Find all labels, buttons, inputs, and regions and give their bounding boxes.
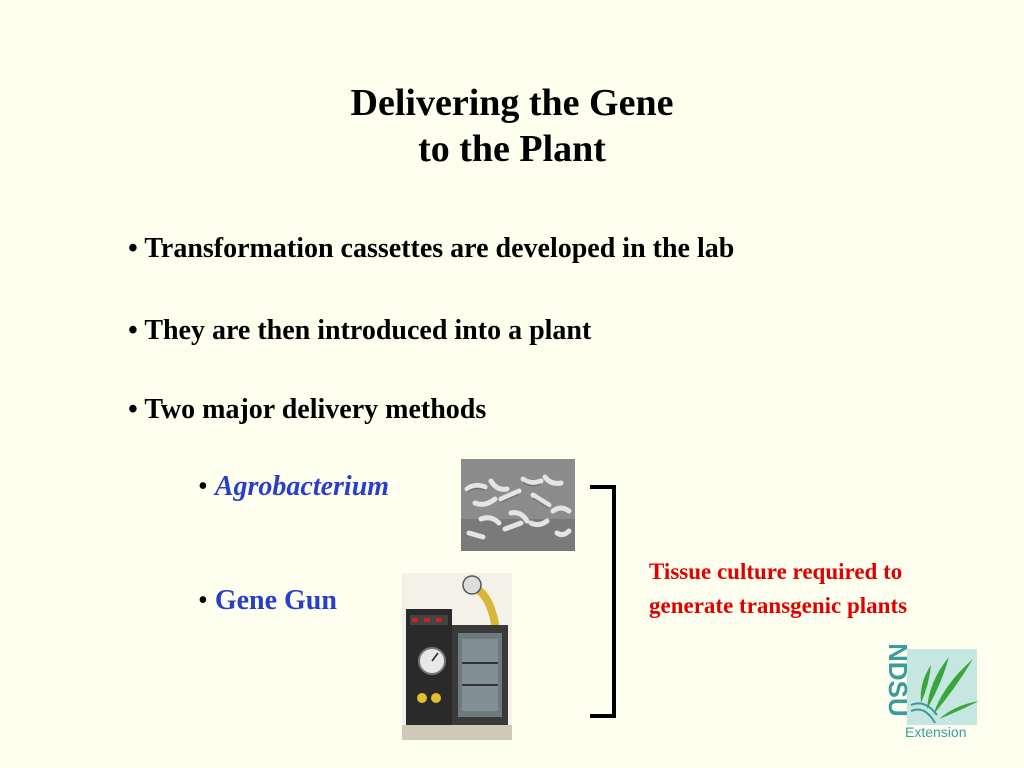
bullet-marker: • (198, 585, 208, 616)
ndsu-extension-logo: NDSU (883, 645, 979, 725)
method-item-gene-gun: • Gene Gun (198, 585, 337, 617)
bullet-marker: • (128, 315, 138, 346)
bracket-divider (590, 485, 616, 718)
bullet-text: Transformation cassettes are developed i… (144, 233, 735, 264)
title-line-2: to the Plant (418, 128, 606, 170)
bullet-marker: • (128, 394, 138, 425)
slide-title: Delivering the Gene to the Plant (0, 80, 1024, 172)
logo-acronym: NDSU (883, 645, 913, 717)
gene-gun-apparatus-image (402, 573, 512, 740)
agrobacterium-micrograph-image (461, 459, 575, 551)
bullet-item: • They are then introduced into a plant (128, 315, 591, 347)
bullet-marker: • (198, 471, 208, 502)
title-line-1: Delivering the Gene (350, 82, 674, 124)
method-item-agrobacterium: • Agrobacterium (198, 471, 389, 503)
bullet-marker: • (128, 233, 138, 264)
method-label-gene-gun: Gene Gun (214, 585, 337, 616)
bullet-text: They are then introduced into a plant (144, 315, 592, 346)
tissue-culture-note: Tissue culture required to generate tran… (649, 559, 908, 618)
bullet-item: • Transformation cassettes are developed… (128, 233, 734, 265)
method-label-agrobacterium: Agrobacterium (214, 471, 390, 502)
bullet-text: Two major delivery methods (144, 394, 487, 425)
bullet-item: • Two major delivery methods (128, 394, 486, 426)
logo-subtitle: Extension (905, 724, 967, 740)
